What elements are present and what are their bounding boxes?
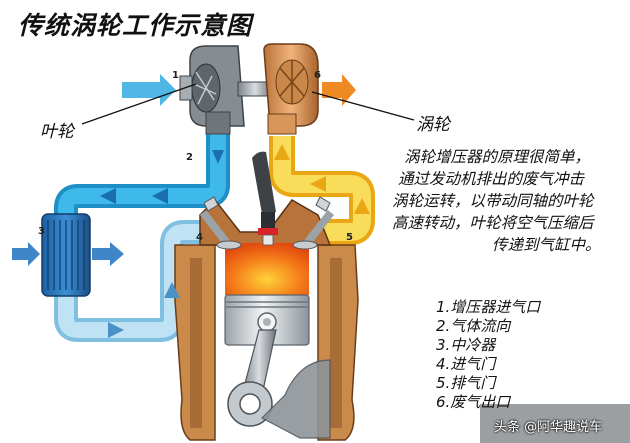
engine-block (174, 198, 359, 441)
pipe-arrow-left-2-icon (100, 188, 116, 204)
intercooler (41, 213, 91, 297)
flow-arrows (12, 74, 370, 338)
pipe-arrow-right-icon (108, 322, 124, 338)
marker-6: 6 (314, 70, 321, 81)
connecting-rod (227, 329, 331, 439)
legend-item-4: 4.进气门 (436, 355, 496, 373)
intake-pipe-hot (54, 126, 230, 232)
exhaust-arrow-up-1-icon (354, 198, 370, 214)
turbine-label: 涡轮 (416, 115, 450, 135)
exhaust-valve (292, 196, 335, 250)
intake-valve (199, 196, 242, 250)
impeller-label: 叶轮 (40, 122, 74, 142)
legend-item-5: 5.排气门 (436, 374, 496, 392)
piston (224, 294, 310, 346)
watermark-backdrop (480, 404, 630, 443)
pipe-arrow-up-icon (164, 282, 180, 298)
exhaust-arrow-up-2-icon (274, 144, 290, 160)
marker-2: 2 (186, 152, 193, 163)
marker-4: 4 (196, 232, 203, 243)
legend-item-2: 2.气体流向 (436, 317, 511, 335)
turbine-housing (263, 43, 319, 135)
legend-item-3: 3.中冷器 (436, 336, 496, 354)
description-line-2: 通过发动机排出的废气冲击 (398, 170, 585, 188)
pipe-arrow-left-1-icon (152, 188, 168, 204)
leader-lines (81, 83, 415, 125)
exhaust-outlet-arrow-icon (322, 74, 356, 106)
compressor-housing (179, 45, 245, 135)
spark-plug (252, 151, 278, 246)
marker-3: 3 (38, 226, 45, 237)
cooler-in-arrow-icon (12, 242, 40, 266)
description-line-5: 传递到气缸中。 (492, 236, 601, 254)
page-title: 传统涡轮工作示意图 (18, 11, 253, 40)
description-line-4: 高速转动，叶轮将空气压缩后 (392, 214, 594, 232)
description-line-1: 涡轮增压器的原理很简单， (404, 148, 591, 166)
cooler-out-arrow-icon (92, 242, 124, 266)
exhaust-arrow-left-icon (310, 176, 326, 192)
marker-5: 5 (346, 232, 353, 243)
intake-arrow-icon (122, 74, 176, 106)
watermark: 头条 @阿华趣说车 (494, 420, 603, 435)
legend-item-6: 6.废气出口 (436, 393, 511, 411)
marker-1: 1 (172, 70, 179, 81)
exhaust-pipe (269, 136, 375, 245)
legend-item-1: 1.增压器进气口 (436, 298, 541, 316)
intake-pipe-cool (54, 220, 215, 342)
combustion-chamber (225, 243, 309, 295)
pipe-arrow-down-icon (212, 150, 224, 164)
description-line-3: 涡轮运转，以带动同轴的叶轮 (392, 192, 594, 210)
